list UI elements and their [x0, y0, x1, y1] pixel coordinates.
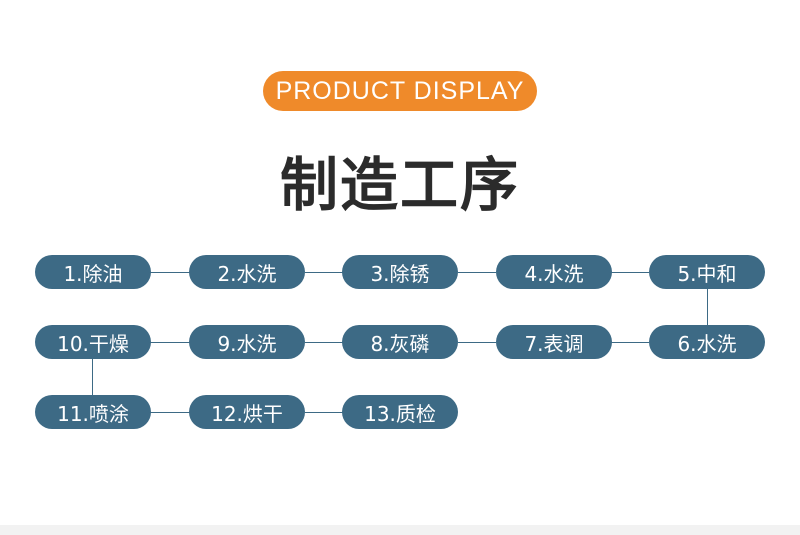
step-1: 1.除油 [35, 255, 151, 289]
step-8: 8.灰磷 [342, 325, 458, 359]
connector-8-9 [305, 342, 343, 343]
step-2: 2.水洗 [189, 255, 305, 289]
connector-3-4 [458, 272, 496, 273]
step-7: 7.表调 [496, 325, 612, 359]
connector-5-6 [707, 289, 708, 325]
connector-2-3 [305, 272, 343, 273]
connector-9-10 [150, 342, 190, 343]
page-title: 制造工序 [279, 151, 520, 219]
step-6: 6.水洗 [649, 325, 765, 359]
step-10: 10.干燥 [35, 325, 151, 359]
connector-6-7 [611, 342, 649, 343]
connector-12-13 [305, 412, 343, 413]
footer-bar [0, 525, 800, 535]
step-11: 11.喷涂 [35, 395, 151, 429]
product-display-badge: PRODUCT DISPLAY [263, 71, 537, 111]
step-9: 9.水洗 [189, 325, 305, 359]
connector-7-8 [458, 342, 496, 343]
step-13: 13.质检 [342, 395, 458, 429]
connector-10-11 [92, 359, 93, 395]
connector-4-5 [611, 272, 649, 273]
step-3: 3.除锈 [342, 255, 458, 289]
step-5: 5.中和 [649, 255, 765, 289]
connector-1-2 [150, 272, 190, 273]
connector-11-12 [150, 412, 190, 413]
step-4: 4.水洗 [496, 255, 612, 289]
step-12: 12.烘干 [189, 395, 305, 429]
